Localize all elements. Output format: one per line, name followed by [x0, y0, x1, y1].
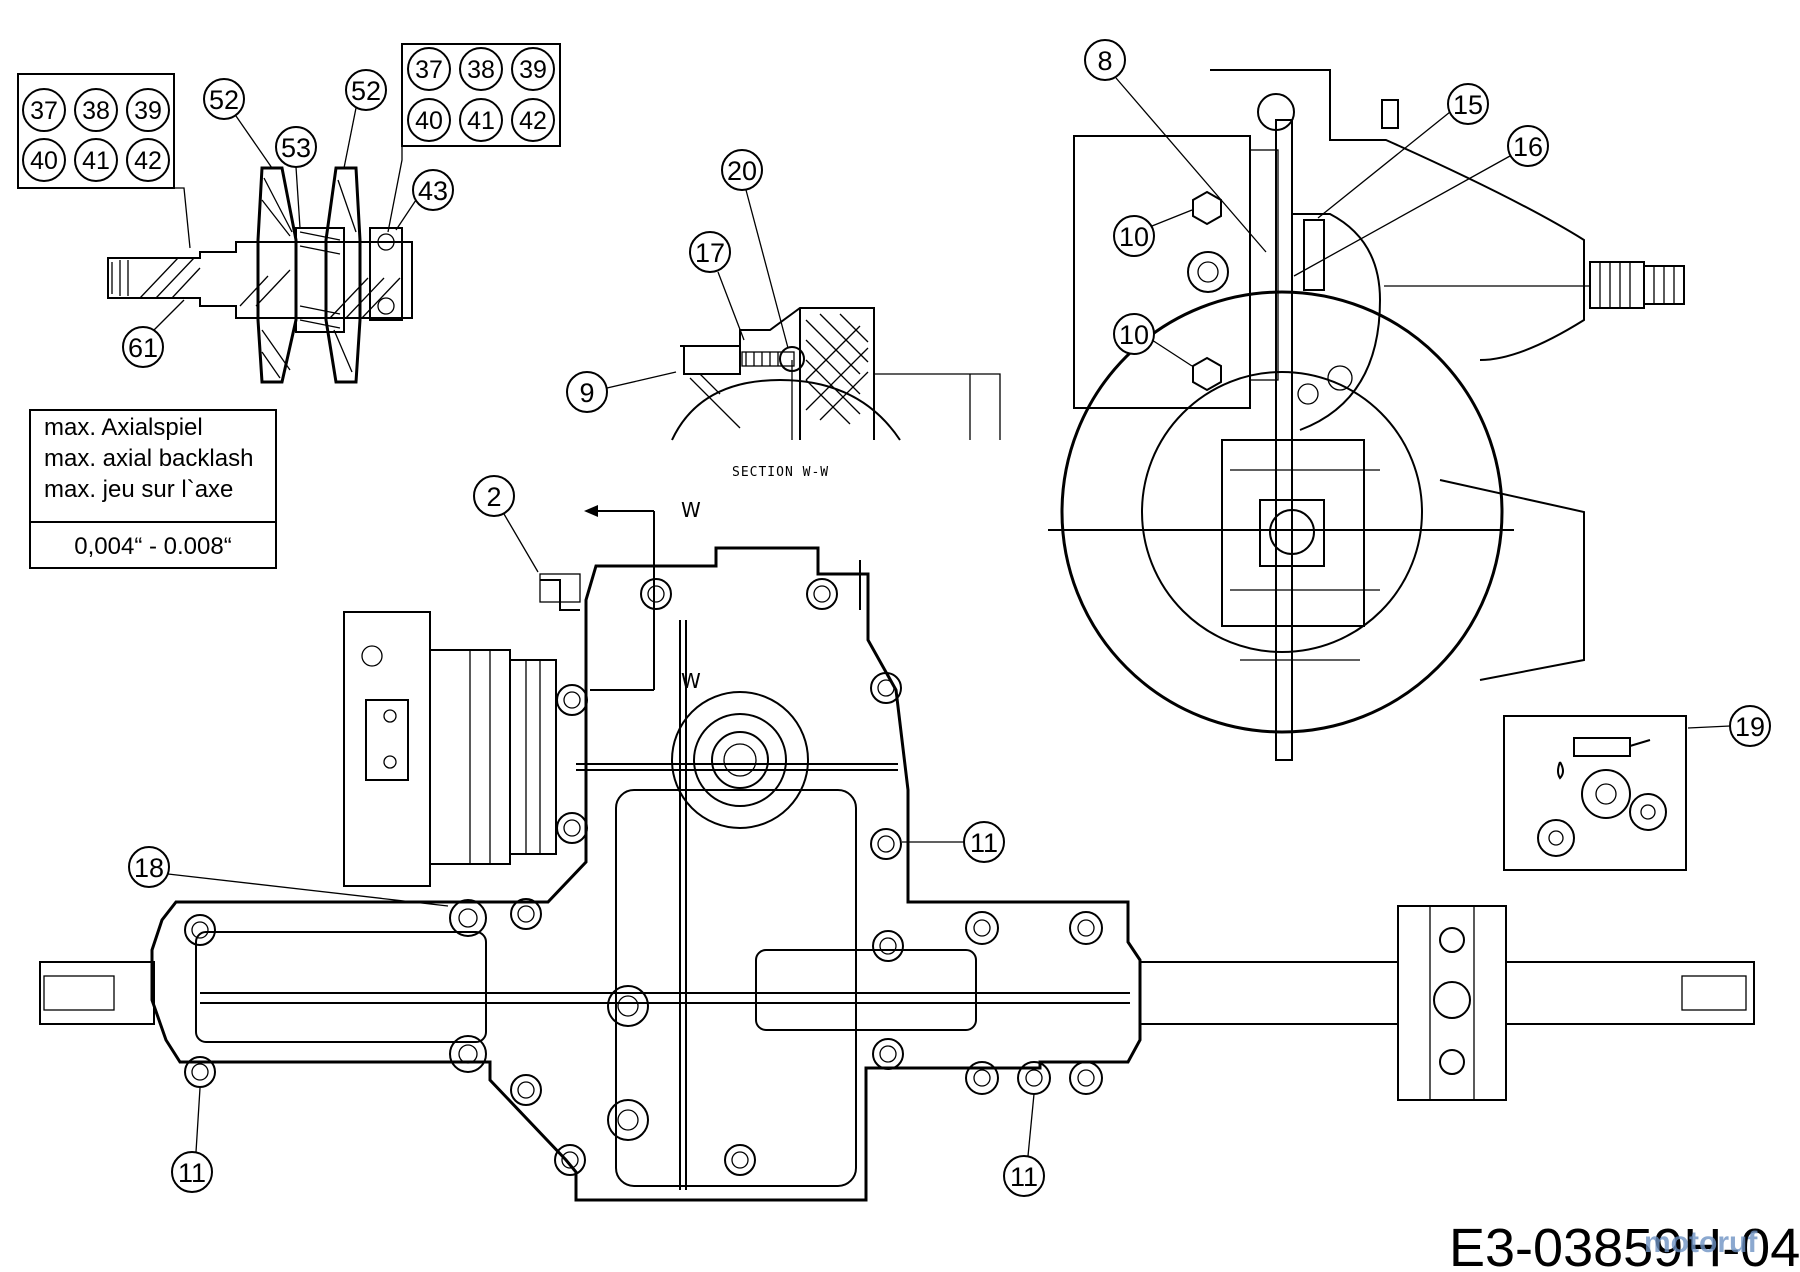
- callout-43: 43: [418, 176, 448, 206]
- callout-8: 8: [1097, 46, 1112, 76]
- callout-17: 17: [695, 238, 725, 268]
- note-line-de: max. Axialspiel: [44, 414, 203, 441]
- callout-18: 18: [134, 853, 164, 883]
- callout-61: 61: [128, 333, 158, 363]
- input-shaft-assembly: 37 38 39 40 41 42 37 38 39 40 41 42: [17, 43, 561, 384]
- grid-left-39: 39: [134, 97, 162, 125]
- grid-right-37: 37: [415, 56, 443, 84]
- drawing-code: E3-03859H-04: [1449, 1218, 1800, 1272]
- callout-52-left: 52: [209, 85, 239, 115]
- left-axle: [39, 961, 155, 1025]
- watermark: motoruf: [1644, 1226, 1758, 1259]
- grid-right-40: 40: [415, 107, 443, 135]
- part-grid-left: 37 38 39 40 41 42: [17, 73, 175, 189]
- callout-19: 19: [1735, 712, 1765, 742]
- callout-52-right: 52: [351, 76, 381, 106]
- pulley-hub: [295, 227, 345, 333]
- grid-left-41: 41: [82, 147, 110, 175]
- callout-2: 2: [486, 482, 501, 512]
- housing-bolts: [184, 578, 1103, 1176]
- transaxle-housing: W W: [39, 475, 1755, 1202]
- right-axle: [1140, 905, 1755, 1101]
- grid-left-38: 38: [82, 97, 110, 125]
- grid-right-38: 38: [467, 56, 495, 84]
- grid-right-41: 41: [467, 107, 495, 135]
- pulley-half-right: [324, 166, 362, 384]
- shaft-hatch: [139, 257, 401, 319]
- pulley-half-left: [256, 166, 298, 384]
- callout-11-bottom: 11: [1010, 1162, 1038, 1192]
- note-value: 0,004“ - 0.008“: [74, 533, 231, 560]
- axial-backlash-note: max. Axialspiel max. axial backlash max.…: [29, 409, 277, 569]
- section-w-w-detail: SECTION W-W 17 20 9: [566, 149, 1001, 480]
- callout-16: 16: [1513, 132, 1543, 162]
- grid-right-39: 39: [519, 56, 547, 84]
- lubrication-symbol: 19: [1503, 705, 1771, 871]
- grid-left-42: 42: [134, 147, 162, 175]
- bearing-43: [369, 227, 403, 321]
- callout-11-right: 11: [970, 828, 998, 858]
- section-label: SECTION W-W: [732, 465, 829, 480]
- callout-10-lower: 10: [1119, 320, 1149, 350]
- note-line-fr: max. jeu sur l`axe: [44, 476, 233, 503]
- section-marker-w-top: W: [681, 498, 701, 522]
- callout-53: 53: [281, 133, 311, 163]
- callout-10-upper: 10: [1119, 222, 1149, 252]
- grid-left-37: 37: [30, 97, 58, 125]
- callout-15: 15: [1453, 90, 1483, 120]
- section-marker-w-bottom: W: [681, 669, 701, 693]
- callout-20: 20: [727, 156, 757, 186]
- grid-left-40: 40: [30, 147, 58, 175]
- input-shaft: [107, 241, 413, 319]
- grid-right-42: 42: [519, 107, 547, 135]
- note-line-en: max. axial backlash: [44, 445, 253, 472]
- transaxle-side-view: 8 15 16 10 10: [1048, 39, 1685, 761]
- callout-9: 9: [579, 378, 594, 408]
- callout-11-left: 11: [178, 1158, 206, 1188]
- part-grid-right: 37 38 39 40 41 42: [401, 43, 561, 147]
